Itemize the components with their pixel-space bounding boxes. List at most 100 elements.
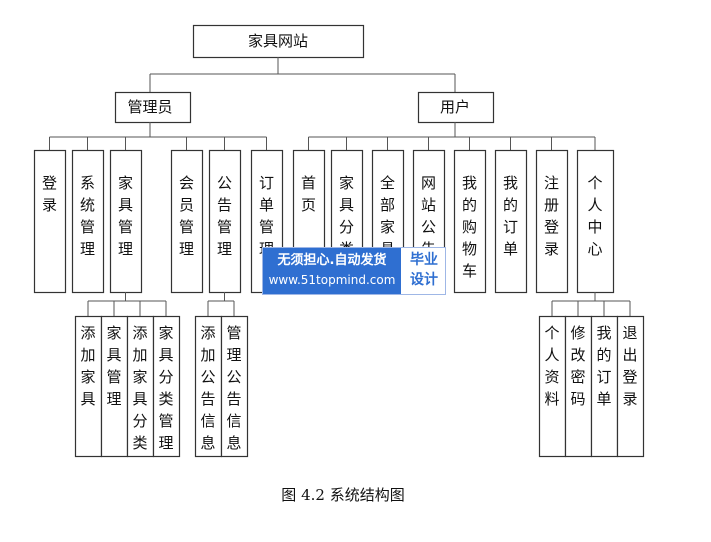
- submodule-label-char: 管: [226, 324, 241, 342]
- submodule-node: [590, 315, 619, 458]
- submodule-node: [152, 315, 181, 458]
- module-label-char: 登: [544, 218, 559, 236]
- module-label-char: 管: [179, 218, 194, 236]
- submodule-label-char: 家: [106, 324, 121, 342]
- group-label-1: 用户: [440, 98, 470, 116]
- watermark-badge: 毕业 设计: [403, 248, 445, 294]
- watermark-url: www.51topmind.com: [268, 273, 396, 287]
- submodule-node: [220, 315, 249, 458]
- module-label-char: 具: [118, 196, 133, 214]
- module-label-char: 告: [217, 196, 232, 214]
- module-label-char: 我: [462, 174, 477, 192]
- module-label-char: 网: [421, 174, 436, 192]
- module-label-char: 我: [503, 174, 518, 192]
- module-label-char: 人: [587, 196, 602, 214]
- module-label-char: 员: [179, 196, 194, 214]
- submodule-label-char: 家: [158, 324, 173, 342]
- module-label-char: 录: [42, 196, 57, 214]
- module-label-char: 心: [587, 240, 602, 258]
- module-label-char: 家: [339, 174, 354, 192]
- submodule-label-char: 管: [158, 412, 173, 430]
- module-label-char: 全: [380, 174, 395, 192]
- submodule-label-char: 具: [106, 346, 121, 364]
- module-node: [33, 149, 67, 294]
- module-node: [109, 149, 143, 294]
- watermark-slogan: 无须担心.自动发货 www.51topmind.com: [263, 248, 401, 294]
- module-label: 订单管理: [259, 174, 274, 258]
- submodule-label-char: 信: [200, 412, 215, 430]
- submodule-label-char: 密: [570, 368, 585, 386]
- module-label: 登录: [42, 174, 57, 214]
- module-label-char: 理: [179, 240, 194, 258]
- submodule-label-char: 公: [226, 368, 241, 386]
- submodule-label-char: 具: [158, 346, 173, 364]
- module-label: 首页: [301, 174, 316, 214]
- submodule-label-char: 分: [132, 412, 147, 430]
- module-label-char: 理: [80, 240, 95, 258]
- submodule-node: [538, 315, 567, 458]
- module-label-char: 登: [42, 174, 57, 192]
- submodule-label-char: 类: [132, 434, 147, 452]
- module-label-char: 管: [259, 218, 274, 236]
- module-label-char: 首: [301, 174, 316, 192]
- module-label-char: 车: [462, 262, 477, 280]
- module-label-char: 购: [462, 218, 477, 236]
- module-node: [494, 149, 528, 294]
- submodule-label-char: 息: [226, 434, 241, 452]
- group-label-0: 管理员: [127, 98, 172, 116]
- submodule-node: [126, 315, 155, 458]
- submodule-label-char: 单: [596, 390, 611, 408]
- submodule-node: [564, 315, 593, 458]
- submodule-label-char: 具: [80, 390, 95, 408]
- module-label-char: 公: [421, 218, 436, 236]
- module-node: [71, 149, 105, 294]
- submodule-label-char: 告: [226, 390, 241, 408]
- module-node: [453, 149, 487, 294]
- submodule-label-char: 息: [200, 434, 215, 452]
- module-label-char: 页: [301, 196, 316, 214]
- module-label-char: 会: [179, 174, 194, 192]
- submodule-label-char: 加: [80, 346, 95, 364]
- module-label-char: 个: [587, 174, 602, 192]
- module-label-char: 录: [544, 240, 559, 258]
- figure-caption: 图 4.2 系统结构图: [281, 486, 404, 504]
- module-label-char: 订: [259, 174, 274, 192]
- submodule-label-char: 我: [596, 324, 611, 342]
- module-label-char: 管: [80, 218, 95, 236]
- module-label-char: 的: [462, 196, 477, 214]
- submodule-label-char: 改: [570, 346, 585, 364]
- submodule-label-char: 理: [106, 390, 121, 408]
- submodule-label-char: 订: [596, 368, 611, 386]
- module-label-char: 统: [80, 196, 95, 214]
- submodule-label-char: 个: [544, 324, 559, 342]
- watermark-banner: 无须担心.自动发货 www.51topmind.com 毕业 设计: [262, 247, 446, 295]
- submodule-label-char: 管: [106, 368, 121, 386]
- module-label-char: 部: [380, 196, 395, 214]
- module-node: [170, 149, 204, 294]
- submodule-node: [616, 315, 645, 458]
- module-label-char: 订: [503, 218, 518, 236]
- submodule-label-char: 家: [132, 368, 147, 386]
- module-label-char: 理: [118, 240, 133, 258]
- submodule-label-char: 具: [132, 390, 147, 408]
- module-label-char: 站: [421, 196, 436, 214]
- submodule-label-char: 加: [200, 346, 215, 364]
- submodule-label-char: 理: [226, 346, 241, 364]
- root-node: [192, 24, 365, 59]
- module-label-char: 的: [503, 196, 518, 214]
- module-label-char: 系: [80, 174, 95, 192]
- submodule-label-char: 料: [544, 390, 559, 408]
